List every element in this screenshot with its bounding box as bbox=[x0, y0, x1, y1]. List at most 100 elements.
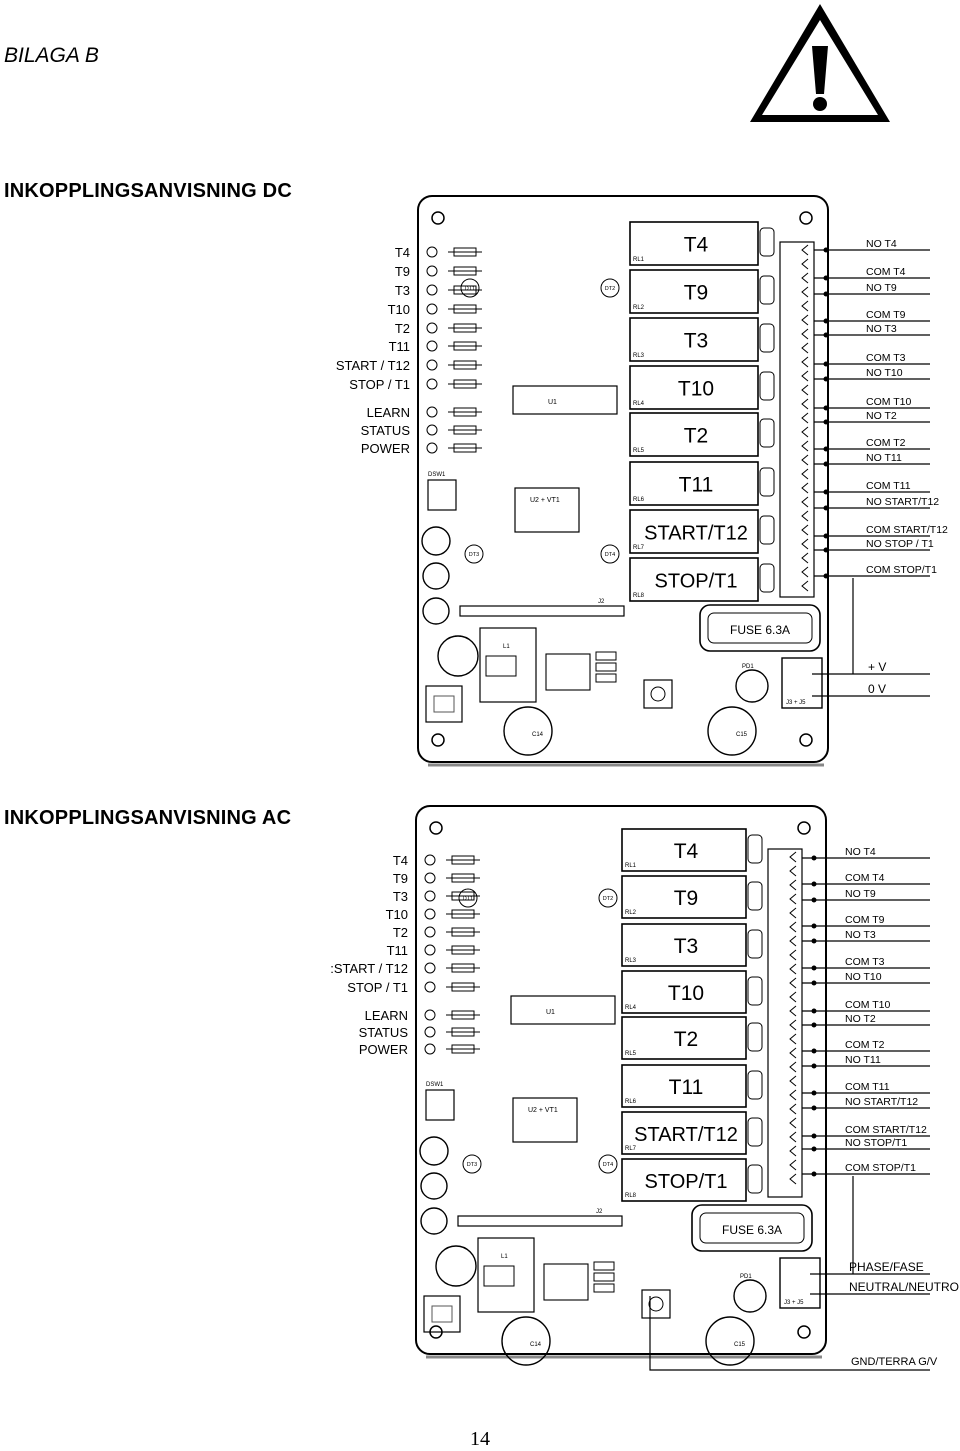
dsw1-label: DSW1 bbox=[426, 1082, 444, 1088]
board-outline bbox=[415, 805, 827, 1355]
relay-2 bbox=[621, 923, 747, 967]
led bbox=[426, 322, 438, 334]
terminal-label-15: COM STOP/T1 bbox=[866, 564, 937, 576]
dip-switch bbox=[425, 1089, 455, 1121]
relay-ref-2: RL3 bbox=[625, 958, 637, 964]
side-label-10: POWER bbox=[361, 441, 410, 456]
terminal-label-14: NO STOP / T1 bbox=[866, 538, 934, 550]
led bbox=[426, 265, 438, 277]
capacitor bbox=[435, 1245, 477, 1287]
relay-7 bbox=[629, 557, 759, 602]
wire-junction bbox=[823, 533, 829, 539]
terminal-block bbox=[779, 241, 815, 598]
c14-label: C14 bbox=[532, 732, 544, 738]
mounting-hole bbox=[431, 733, 445, 747]
wire-junction bbox=[811, 980, 817, 986]
terminal-pin bbox=[789, 991, 797, 1003]
capacitor-c15 bbox=[707, 706, 757, 756]
terminal-label-13: COM START/T12 bbox=[866, 524, 948, 536]
led bbox=[424, 981, 436, 993]
terminal-pin bbox=[801, 244, 809, 256]
smd-capacitor bbox=[593, 1261, 615, 1271]
led bbox=[424, 872, 436, 884]
relay-4 bbox=[629, 412, 759, 457]
side-label-6: START / T12 bbox=[336, 358, 410, 373]
side-label-2: T3 bbox=[393, 889, 408, 904]
terminal-pin bbox=[789, 893, 797, 905]
terminal-label-5: COM T3 bbox=[845, 956, 885, 968]
test-point-label-0: DT1 bbox=[465, 286, 475, 292]
relay-ref-5: RL6 bbox=[633, 497, 645, 503]
terminal-pin bbox=[789, 1145, 797, 1157]
relay-ref-1: RL2 bbox=[633, 305, 645, 311]
wire-junction bbox=[811, 1048, 817, 1054]
power-connector bbox=[779, 1257, 821, 1309]
test-point-label-3: DT4 bbox=[605, 552, 615, 558]
relay-ref-4: RL5 bbox=[633, 448, 645, 454]
j3j5-label: J3 + J5 bbox=[786, 700, 806, 706]
led bbox=[426, 284, 438, 296]
mounting-hole bbox=[799, 733, 813, 747]
capacitor-c14 bbox=[503, 706, 553, 756]
capacitor bbox=[437, 635, 479, 677]
terminal-pin bbox=[789, 865, 797, 877]
side-label-4: T2 bbox=[393, 925, 408, 940]
terminal-pin bbox=[801, 286, 809, 298]
relay-label-3: T10 bbox=[678, 378, 714, 401]
terminal-pin bbox=[801, 426, 809, 438]
test-point-3 bbox=[598, 1154, 618, 1174]
side-label-4: T2 bbox=[395, 321, 410, 336]
wire-junction bbox=[823, 489, 829, 495]
led bbox=[426, 340, 438, 352]
ic-u1 bbox=[510, 995, 616, 1025]
power-label-1: 0 V bbox=[868, 682, 886, 696]
relay-connector bbox=[747, 834, 763, 864]
relay-connector bbox=[759, 275, 775, 305]
relay-label-0: T4 bbox=[684, 234, 709, 257]
terminal-pin bbox=[801, 328, 809, 340]
terminal-pin bbox=[789, 1103, 797, 1115]
mounting-hole bbox=[429, 821, 443, 835]
wire-junction bbox=[823, 332, 829, 338]
terminal-label-10: NO T11 bbox=[866, 452, 902, 464]
terminal-pin bbox=[789, 1117, 797, 1129]
terminal-pin bbox=[789, 1089, 797, 1101]
terminal-pin bbox=[801, 510, 809, 522]
side-label-8: LEARN bbox=[365, 1008, 408, 1023]
wire-junction bbox=[811, 1133, 817, 1139]
terminal-pin bbox=[801, 300, 809, 312]
wire-junction bbox=[823, 318, 829, 324]
capacitor bbox=[420, 1172, 448, 1200]
terminal-label-13: COM START/T12 bbox=[845, 1124, 927, 1136]
relay-label-5: T11 bbox=[679, 474, 714, 497]
terminal-pin bbox=[801, 496, 809, 508]
led bbox=[424, 1026, 436, 1038]
wire-junction bbox=[811, 1105, 817, 1111]
terminal-label-5: COM T3 bbox=[866, 352, 906, 364]
test-point-3 bbox=[600, 544, 620, 564]
test-point-label-2: DT3 bbox=[469, 552, 479, 558]
led bbox=[424, 962, 436, 974]
terminal-label-7: COM T10 bbox=[845, 999, 890, 1011]
ic-u2 bbox=[512, 1097, 578, 1143]
test-point-0 bbox=[460, 278, 480, 298]
side-label-1: T9 bbox=[393, 871, 408, 886]
terminal-label-1: COM T4 bbox=[845, 872, 885, 884]
led bbox=[426, 359, 438, 371]
test-point-0 bbox=[458, 888, 478, 908]
u1-label: U1 bbox=[548, 399, 557, 406]
header-j2 bbox=[459, 605, 625, 617]
fuse-holder bbox=[691, 1204, 813, 1252]
dip-switch bbox=[427, 479, 457, 511]
relay-1 bbox=[621, 875, 747, 919]
l1-label: L1 bbox=[503, 644, 510, 650]
appendix-label: BILAGA B bbox=[4, 44, 99, 67]
terminal-pin bbox=[789, 879, 797, 891]
side-label-10: POWER bbox=[359, 1042, 408, 1057]
relay-label-1: T9 bbox=[684, 282, 709, 305]
relay-connector bbox=[747, 1164, 763, 1194]
relay-connector bbox=[759, 563, 775, 593]
terminal-pin bbox=[789, 1131, 797, 1143]
capacitor-c15 bbox=[705, 1316, 755, 1366]
ic-u2 bbox=[514, 487, 580, 533]
